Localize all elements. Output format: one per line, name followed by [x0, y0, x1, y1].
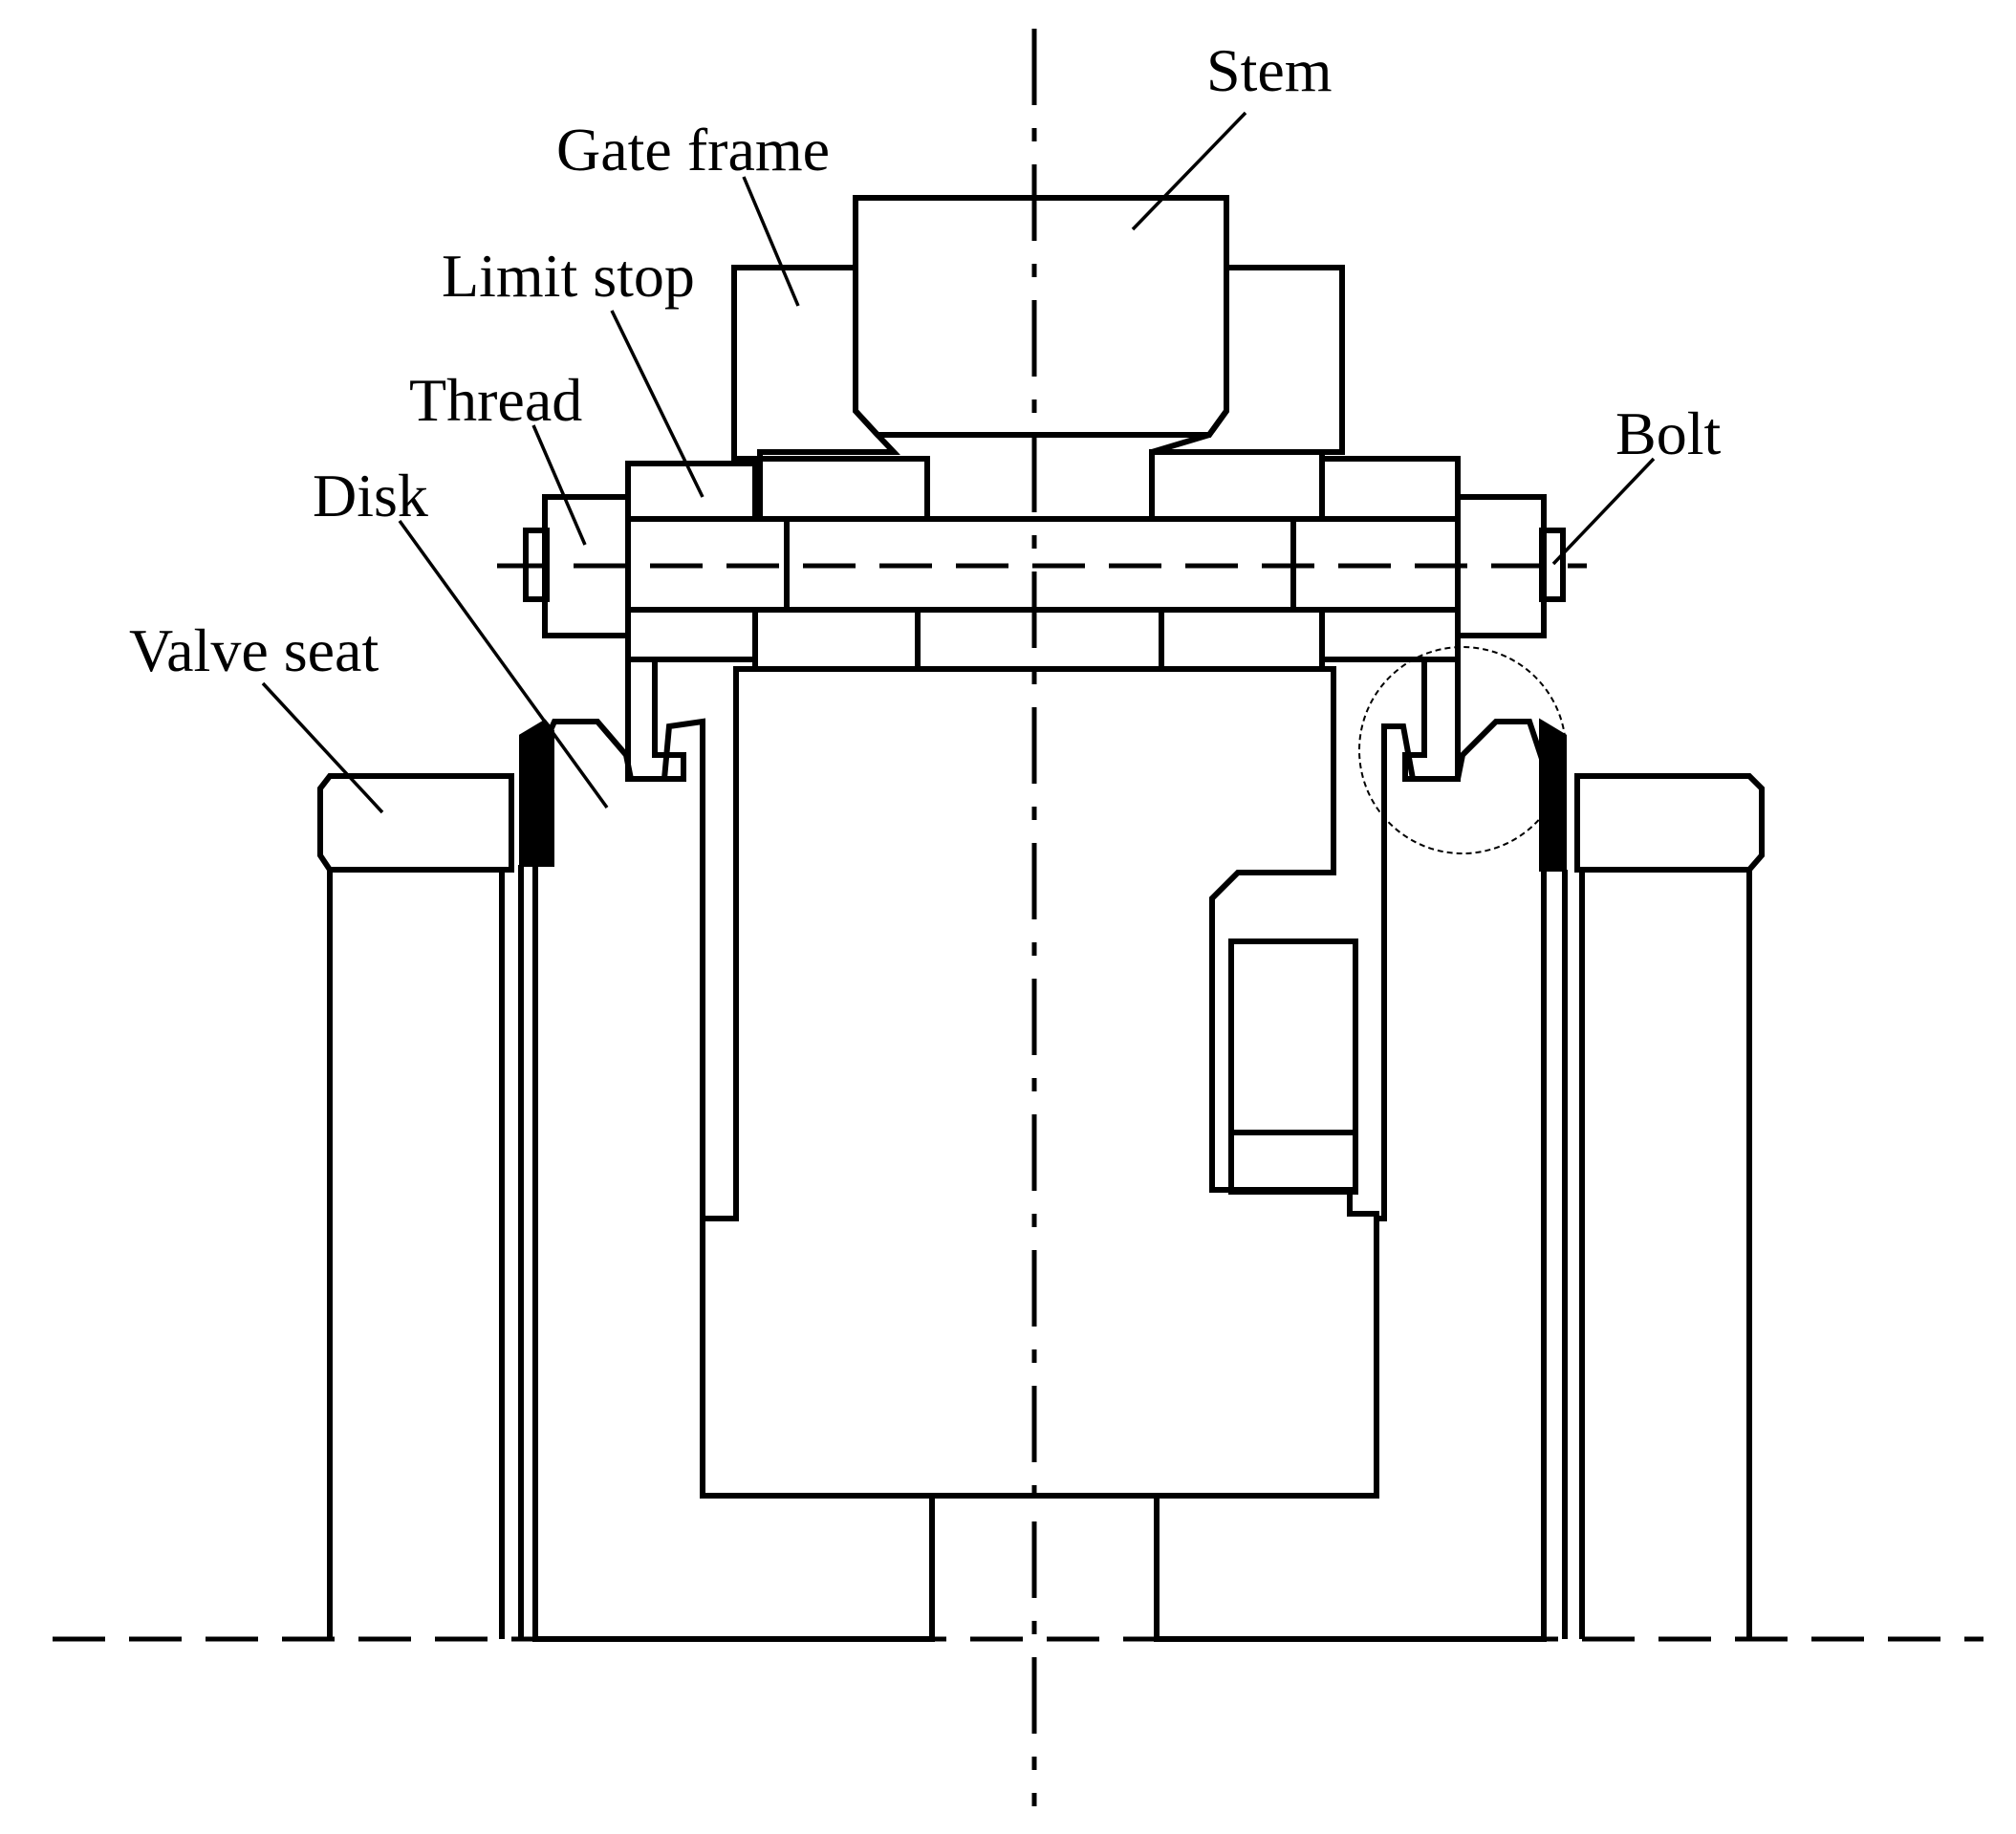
label-valve-seat: Valve seat: [129, 616, 379, 684]
leader-lines: [261, 111, 1656, 814]
label-stem: Stem: [1206, 36, 1333, 104]
limit-stop-leader: [610, 310, 705, 498]
disk-leader: [398, 519, 609, 809]
label-gate-frame: Gate frame: [556, 116, 830, 183]
lower-plate-part: [625, 607, 1461, 672]
stem-part: [853, 195, 1229, 438]
label-limit-stop: Limit stop: [442, 242, 695, 310]
stem-leader: [1131, 111, 1247, 231]
gate-frame-leader: [742, 176, 800, 307]
valve-seat-leader: [261, 681, 384, 814]
label-thread: Thread: [409, 366, 582, 434]
detail-circle: [1358, 646, 1567, 854]
disk-part: [532, 718, 1547, 1642]
bolt-part: [497, 494, 1587, 638]
bolt-leader: [1551, 457, 1656, 566]
thread-leader: [531, 424, 587, 546]
label-bolt: Bolt: [1615, 399, 1721, 467]
limit-stop-part: [625, 449, 1461, 522]
gate-frame-part: [731, 265, 1345, 462]
pipe-walls: [327, 865, 1752, 1639]
label-disk: Disk: [313, 462, 428, 529]
gate-body-part: [700, 666, 1379, 1499]
